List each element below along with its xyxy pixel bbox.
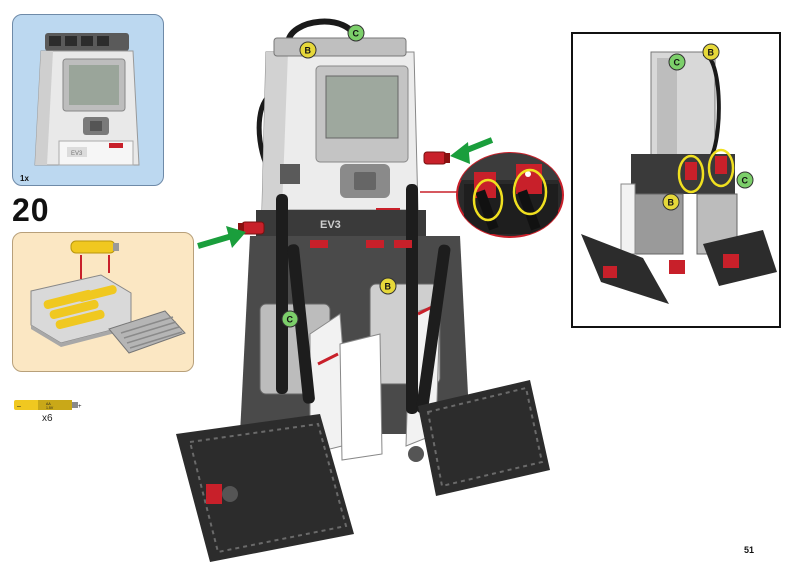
red-connector-pin-right — [423, 151, 450, 165]
green-arrow-left — [197, 226, 246, 249]
aa-battery-icon: – + AA 1.5V — [14, 400, 82, 410]
battery-inserting — [70, 240, 116, 254]
step-number: 20 — [12, 192, 50, 228]
inset-label-c-top: C — [668, 53, 686, 71]
page-number: 51 — [744, 545, 755, 555]
battery-label-aa: AA — [46, 402, 51, 406]
svg-text:C: C — [674, 58, 681, 68]
cable-label-b-main-top: B — [299, 41, 317, 59]
right-track — [408, 380, 550, 496]
svg-text:B: B — [708, 48, 715, 58]
inset-label-c-lower: C — [736, 171, 754, 189]
zoom-detail-callout — [456, 152, 564, 238]
svg-text:B: B — [385, 282, 392, 292]
svg-text:C: C — [287, 315, 294, 325]
svg-text:–: – — [17, 403, 21, 410]
ev3-frame-logo: EV3 — [320, 219, 341, 231]
rear-view-inset: C B B C — [571, 32, 781, 328]
highlight-ring-right — [512, 168, 548, 216]
part-quantity: 1x — [20, 174, 29, 183]
highlight-ring-left — [472, 178, 504, 222]
svg-text:+: + — [78, 404, 82, 410]
cable-label-b-main-lower: B — [379, 277, 397, 295]
svg-text:B: B — [668, 198, 675, 208]
battery-compartment-illustration — [30, 240, 186, 354]
robot-lower-body — [240, 184, 470, 461]
cable-label-c-main-lower: C — [281, 310, 299, 328]
battery-insertion-callout — [12, 232, 194, 372]
red-connector-pin-left — [238, 221, 265, 235]
battery-label-voltage: 1.5V — [46, 406, 54, 410]
inset-highlight-right — [707, 148, 735, 188]
inset-highlight-left — [677, 154, 705, 194]
inset-label-b-lower: B — [662, 193, 680, 211]
svg-text:C: C — [742, 176, 749, 186]
cable-label-c-main-top: C — [347, 24, 365, 42]
battery-quantity: x6 — [42, 413, 53, 424]
main-robot-assembly: B C EV3 B C — [176, 18, 550, 562]
left-track — [176, 414, 354, 562]
ev3-brick — [261, 37, 419, 218]
ev3-part-logo-text: EV3 — [71, 151, 83, 157]
inset-label-b-top: B — [702, 43, 720, 61]
rear-view-illustration: C B B C — [581, 43, 777, 304]
inserted-batteries — [43, 285, 117, 330]
green-arrow-right — [450, 137, 494, 164]
ev3-brick-part-illustration: EV3 — [34, 33, 140, 166]
svg-text:C: C — [353, 29, 360, 39]
parts-callout: EV3 — [12, 14, 164, 186]
svg-text:B: B — [305, 46, 312, 56]
